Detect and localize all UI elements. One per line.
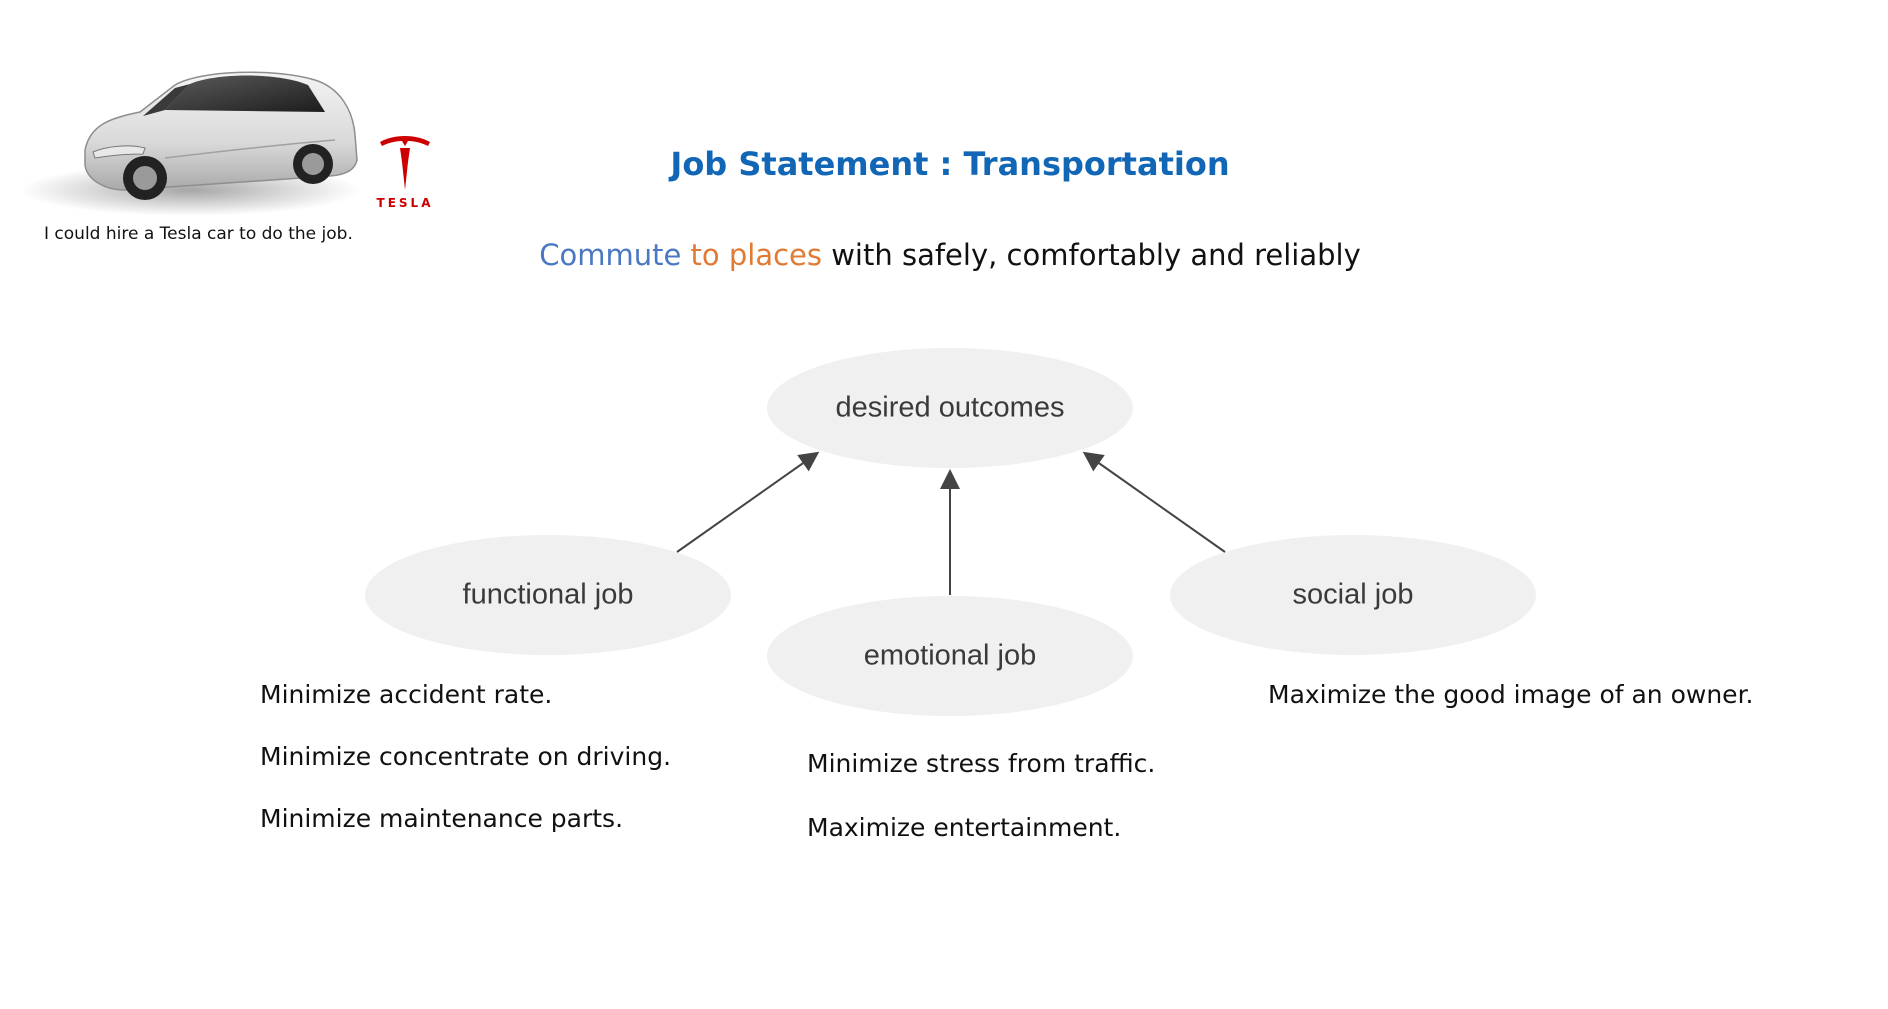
list-item: Minimize maintenance parts.: [260, 804, 624, 833]
statement-commute: Commute: [539, 238, 682, 272]
desired-outcomes-label: desired outcomes: [835, 391, 1065, 424]
statement-to-places: to places: [690, 238, 822, 272]
social-job-list: Maximize the good image of an owner.: [1268, 680, 1754, 710]
arrow-functional-to-outcomes: [676, 451, 820, 553]
arrow-social-to-outcomes: [1082, 451, 1226, 553]
functional-job-label: functional job: [462, 578, 634, 611]
page-title: Job Statement : Transportation: [670, 145, 1230, 183]
tesla-logo-icon: [380, 136, 430, 190]
car-caption: I could hire a Tesla car to do the job.: [44, 224, 353, 244]
desired-outcomes-ellipse: [767, 348, 1133, 468]
list-item: Maximize entertainment.: [807, 813, 1122, 842]
social-job-label: social job: [1292, 578, 1414, 611]
list-item: Maximize the good image of an owner.: [1268, 680, 1754, 709]
social-job-ellipse: [1170, 535, 1536, 655]
tesla-wordmark: TESLA: [376, 196, 434, 210]
job-statement: Commute to places with safely, comfortab…: [300, 238, 1600, 272]
functional-job-list: Minimize accident rate. Minimize concent…: [260, 680, 671, 866]
emotional-job-ellipse: [767, 596, 1133, 716]
list-item: Minimize concentrate on driving.: [260, 742, 672, 771]
list-item: Minimize accident rate.: [260, 680, 553, 709]
list-item: Minimize stress from traffic.: [807, 749, 1156, 778]
statement-rest: with safely, comfortably and reliably: [831, 238, 1361, 272]
emotional-job-list: Minimize stress from traffic. Maximize e…: [807, 749, 1155, 877]
emotional-job-label: emotional job: [863, 639, 1037, 672]
tesla-car-illustration: [20, 71, 360, 216]
functional-job-ellipse: [365, 535, 731, 655]
